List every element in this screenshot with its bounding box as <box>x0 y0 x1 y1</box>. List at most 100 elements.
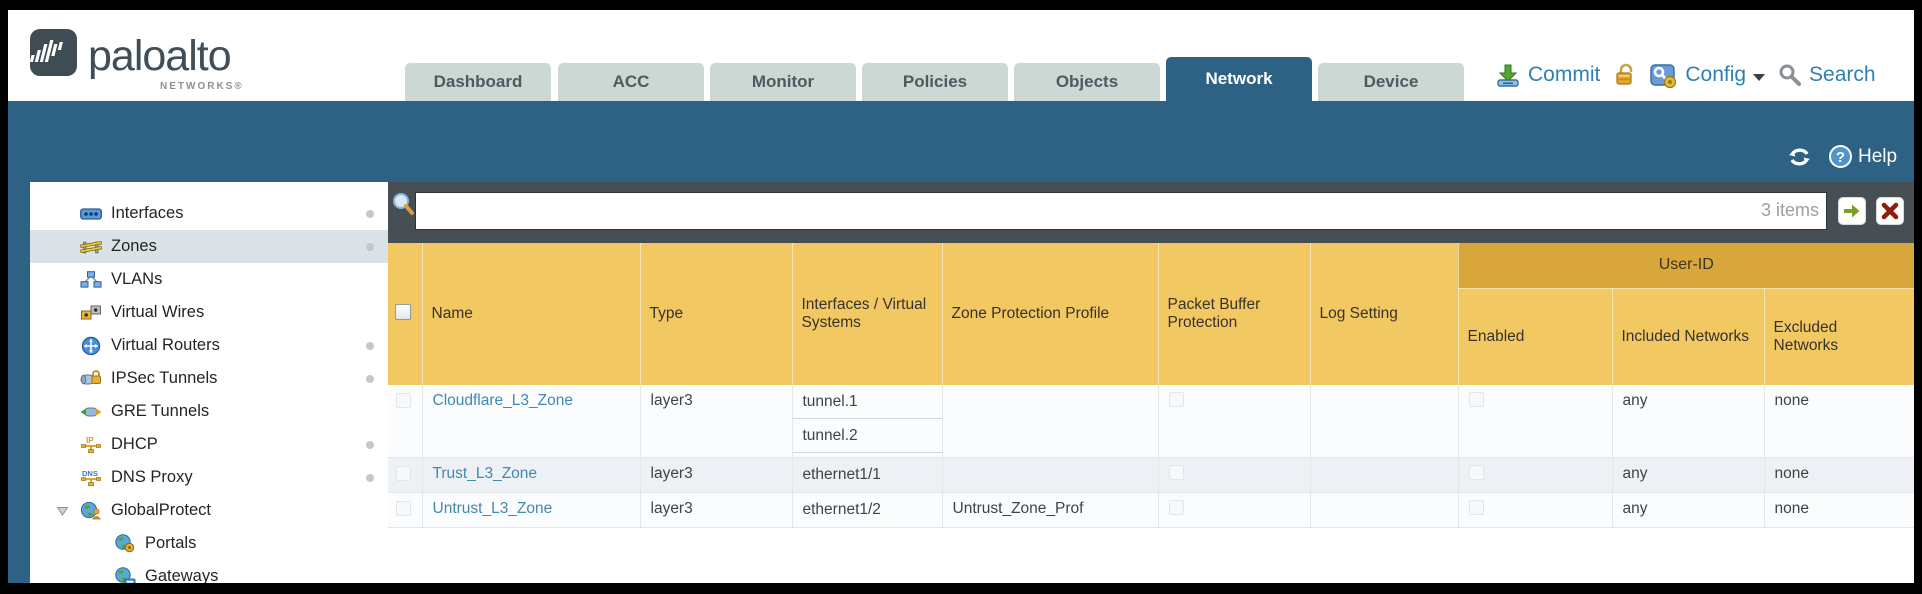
user-id-enabled-checkbox[interactable] <box>1468 499 1484 515</box>
table-row: Untrust_L3_Zone layer3 ethernet1/2 Untru… <box>388 492 1914 528</box>
sidebar-item-label: Zones <box>111 237 157 255</box>
zone-protection-profile <box>942 385 1159 458</box>
globalprotect-icon <box>80 501 102 520</box>
config-icon[interactable] <box>1650 62 1678 89</box>
config-button[interactable]: Config <box>1685 63 1747 86</box>
sidebar-item-dns-proxy[interactable]: DNS DNS Proxy <box>30 461 388 494</box>
filter-bar: 3 items <box>388 182 1914 243</box>
col-header-excluded-networks[interactable]: Excluded Networks <box>1764 288 1914 385</box>
commit-icon[interactable] <box>1495 62 1521 88</box>
sidebar-item-label: Virtual Wires <box>111 303 205 321</box>
left-accent-strip <box>8 101 30 583</box>
excluded-networks: none <box>1764 385 1914 458</box>
sidebar-item-globalprotect[interactable]: GlobalProtect <box>30 494 388 527</box>
status-dot <box>366 342 374 350</box>
sidebar-item-dhcp[interactable]: IP DHCP <box>30 428 388 461</box>
col-header-included-networks[interactable]: Included Networks <box>1612 288 1765 385</box>
apply-filter-button[interactable] <box>1838 197 1866 225</box>
sidebar-item-label: DHCP <box>111 435 158 453</box>
interfaces-icon <box>80 205 102 223</box>
brand-wordmark: paloalto <box>88 32 232 80</box>
interface-value: tunnel.1 <box>792 385 942 419</box>
zone-name-link[interactable]: Trust_L3_Zone <box>432 464 538 482</box>
packet-buffer-checkbox[interactable] <box>1168 392 1184 407</box>
packet-buffer-checkbox[interactable] <box>1168 499 1184 515</box>
sidebar-item-vlans[interactable]: VLANs <box>30 263 388 296</box>
tab-device[interactable]: Device <box>1318 63 1464 101</box>
commit-button[interactable]: Commit <box>1528 63 1601 86</box>
tab-objects[interactable]: Objects <box>1014 63 1160 101</box>
user-id-enabled-checkbox[interactable] <box>1468 392 1484 407</box>
gre-tunnels-icon <box>80 403 102 421</box>
refresh-icon[interactable] <box>1786 145 1813 169</box>
col-header-packet-buffer-protection[interactable]: Packet Buffer Protection <box>1158 243 1311 385</box>
zone-name-link[interactable]: Untrust_L3_Zone <box>432 499 553 517</box>
sidebar-item-zones[interactable]: Zones <box>30 230 388 263</box>
svg-text:?: ? <box>1836 149 1845 166</box>
col-header-interfaces[interactable]: Interfaces / Virtual Systems <box>792 243 943 385</box>
status-dot <box>366 375 374 383</box>
zone-protection-profile <box>942 457 1159 493</box>
packet-buffer-checkbox[interactable] <box>1168 464 1184 480</box>
svg-text:IP: IP <box>86 436 94 445</box>
network-sidebar: Interfaces Zones VLANs <box>30 183 388 583</box>
dns-proxy-icon: DNS <box>80 469 102 487</box>
zone-name-link[interactable]: Cloudflare_L3_Zone <box>432 392 573 409</box>
filter-input[interactable] <box>415 192 1827 230</box>
row-checkbox[interactable] <box>396 393 411 408</box>
paloalto-logo-icon <box>29 29 77 76</box>
header-actions: Commit <box>1495 54 1876 96</box>
excluded-networks: none <box>1764 457 1914 493</box>
status-dot <box>366 210 374 218</box>
table-row: Trust_L3_Zone layer3 ethernet1/1 any non… <box>388 457 1914 493</box>
sidebar-item-gateways[interactable]: Gateways <box>30 560 388 583</box>
interface-value: ethernet1/1 <box>802 465 881 483</box>
tab-acc[interactable]: ACC <box>558 63 704 101</box>
sidebar-item-virtual-wires[interactable]: Virtual Wires <box>30 296 388 329</box>
select-all-checkbox[interactable] <box>395 303 411 320</box>
expand-caret-icon[interactable] <box>56 504 69 517</box>
log-setting <box>1310 457 1459 493</box>
row-checkbox[interactable] <box>396 500 411 516</box>
tab-dashboard[interactable]: Dashboard <box>405 63 551 101</box>
row-checkbox[interactable] <box>396 465 411 481</box>
user-id-enabled-checkbox[interactable] <box>1468 464 1484 480</box>
config-caret-down-icon[interactable] <box>1753 73 1766 81</box>
zones-icon <box>80 238 102 256</box>
sidebar-item-label: DNS Proxy <box>111 468 193 486</box>
sidebar-item-label: Gateways <box>145 567 219 583</box>
filter-search-icon <box>391 191 415 222</box>
sidebar-item-label: GRE Tunnels <box>111 402 210 420</box>
col-header-log-setting[interactable]: Log Setting <box>1310 243 1459 385</box>
search-icon[interactable] <box>1778 63 1802 87</box>
col-header-enabled[interactable]: Enabled <box>1458 288 1613 385</box>
tab-monitor[interactable]: Monitor <box>710 63 856 101</box>
col-header-zone-protection-profile[interactable]: Zone Protection Profile <box>942 243 1159 385</box>
sidebar-item-label: IPSec Tunnels <box>111 369 218 387</box>
zones-panel: 3 items <box>388 182 1914 583</box>
sidebar-item-label: VLANs <box>111 270 163 288</box>
top-header: paloalto NETWORKS® Dashboard ACC Monitor… <box>8 10 1914 101</box>
sidebar-item-portals[interactable]: Portals <box>30 527 388 560</box>
status-dot <box>366 474 374 482</box>
sidebar-item-gre-tunnels[interactable]: GRE Tunnels <box>30 395 388 428</box>
col-header-name[interactable]: Name <box>422 243 641 385</box>
included-networks: any <box>1612 492 1765 528</box>
help-icon[interactable]: ? <box>1827 143 1854 170</box>
search-button[interactable]: Search <box>1809 63 1876 86</box>
log-setting <box>1310 385 1459 458</box>
col-header-type[interactable]: Type <box>640 243 793 385</box>
included-networks: any <box>1612 385 1765 458</box>
sidebar-item-virtual-routers[interactable]: Virtual Routers <box>30 329 388 362</box>
tab-network[interactable]: Network <box>1166 57 1312 101</box>
tab-policies[interactable]: Policies <box>862 63 1008 101</box>
lock-icon[interactable] <box>1613 62 1637 88</box>
help-label[interactable]: Help <box>1858 145 1898 167</box>
clear-filter-button[interactable] <box>1876 197 1904 225</box>
sidebar-item-label: GlobalProtect <box>111 501 211 519</box>
virtual-routers-icon <box>80 336 102 355</box>
sidebar-item-ipsec-tunnels[interactable]: IPSec Tunnels <box>30 362 388 395</box>
svg-text:DNS: DNS <box>82 469 98 478</box>
sidebar-item-interfaces[interactable]: Interfaces <box>30 197 388 230</box>
